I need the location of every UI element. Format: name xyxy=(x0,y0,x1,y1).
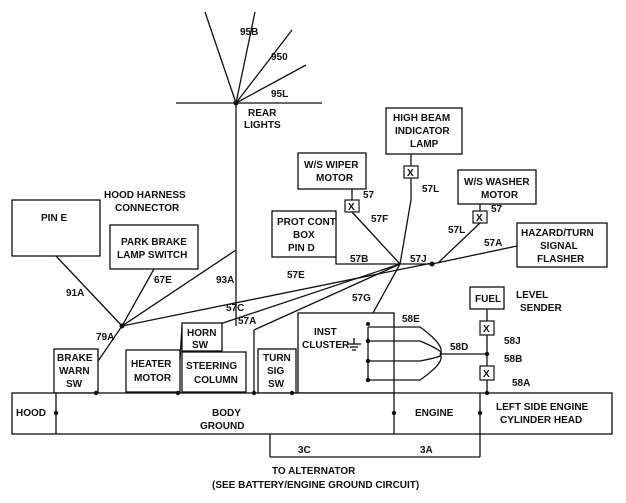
brake-warn-label-2: WARN xyxy=(59,366,90,377)
park-brake-label-2: LAMP SWITCH xyxy=(117,250,187,261)
wire-57a-hazard-label: 57A xyxy=(484,238,502,249)
park-brake-label-1: PARK BRAKE xyxy=(121,237,187,248)
hood-label: HOOD xyxy=(16,408,46,419)
ground-strip xyxy=(11,392,613,435)
wire-58j-label: 58J xyxy=(504,336,521,347)
pin-e-box xyxy=(11,199,101,257)
horn-sw-label-2: SW xyxy=(192,340,209,351)
fuse-57-washer-mark: X xyxy=(476,213,483,224)
level-sender-label-2: SENDER xyxy=(520,303,562,314)
high-beam-label-3: LAMP xyxy=(410,139,439,150)
wire-58e-label: 58E xyxy=(402,314,420,325)
wire-3c-label: 3C xyxy=(298,445,311,456)
heater-motor-label-2: MOTOR xyxy=(134,373,172,384)
turn-sig-label-3: SW xyxy=(268,379,285,390)
turn-sig-label-1: TURN xyxy=(263,353,291,364)
brake-warn-sw-box xyxy=(53,348,99,394)
body-ground-label-1: BODY xyxy=(212,408,241,419)
rear-lights-label-2: LIGHTS xyxy=(244,120,281,131)
alternator-wires xyxy=(269,434,481,458)
hazard-label-3: FLASHER xyxy=(537,254,585,265)
hazard-flasher-box xyxy=(516,222,608,268)
wire-57f-label: 57F xyxy=(371,214,388,225)
heater-motor-box xyxy=(125,349,181,393)
body-ground-label-2: GROUND xyxy=(200,421,244,432)
wire-57b-label: 57B xyxy=(350,254,368,265)
fuse-58b-mark: X xyxy=(483,369,490,380)
level-sender-label-1: LEVEL xyxy=(516,290,548,301)
hazard-label-2: SIGNAL xyxy=(540,241,578,252)
wire-57l-washer-label: 57L xyxy=(448,225,465,236)
prot-cont-label-1: PROT CONT xyxy=(277,217,336,228)
ws-washer-label-1: W/S WASHER xyxy=(464,177,530,188)
hazard-label-1: HAZARD/TURN xyxy=(521,228,594,239)
wire-95b-label: 95B xyxy=(240,27,258,38)
wire-91a-label: 91A xyxy=(66,288,84,299)
inst-cluster-box xyxy=(297,312,395,394)
wire-3a-label: 3A xyxy=(420,445,433,456)
steering-column-label-1: STEERING xyxy=(186,361,237,372)
wire-57g-label: 57G xyxy=(352,293,371,304)
steering-column-box xyxy=(181,351,247,393)
cylinder-head-label-1b: LEFT SIDE ENGINE xyxy=(496,402,589,413)
hood-harness-label-1: HOOD HARNESS xyxy=(104,190,186,201)
ground-strip-junctions xyxy=(53,390,490,416)
wire-950-label: 950 xyxy=(271,52,288,63)
prot-cont-label-2: BOX xyxy=(293,230,315,241)
brake-warn-label-3: SW xyxy=(66,379,83,390)
wire-95l-label: 95L xyxy=(271,89,288,100)
hood-harness-label-2: CONNECTOR xyxy=(115,203,180,214)
ground-symbol-icon xyxy=(347,338,361,351)
engine-label: ENGINE xyxy=(415,408,454,419)
wire-57-wiper-label: 57 xyxy=(363,190,375,201)
wire-57-washer-label: 57 xyxy=(491,204,503,215)
ws-washer-label-2: MOTOR xyxy=(481,190,519,201)
high-beam-label-1: HIGH BEAM xyxy=(393,113,450,124)
prot-cont-label-3: PIN D xyxy=(288,243,315,254)
park-brake-switch-box xyxy=(109,224,199,270)
wire-58b-label: 58B xyxy=(504,354,522,365)
wire-57c-label: 57C xyxy=(226,303,244,314)
wire-79a-label: 79A xyxy=(96,332,114,343)
fuse-58j-mark: X xyxy=(483,324,490,335)
ws-wiper-motor-box xyxy=(297,152,367,190)
ws-washer-motor-box xyxy=(457,169,537,205)
wire-58a-label: 58A xyxy=(512,378,530,389)
horn-sw-box xyxy=(181,322,223,352)
high-beam-label-2: INDICATOR xyxy=(395,126,450,137)
inst-cluster-label-2: CLUSTER xyxy=(302,340,350,351)
steering-column-label-2: COLUMN xyxy=(194,375,238,386)
fuse-57l-mark: X xyxy=(407,168,414,179)
brake-warn-label-1: BRAKE xyxy=(57,353,93,364)
wire-93a-label: 93A xyxy=(216,275,234,286)
rear-lights-fan xyxy=(176,11,322,326)
cluster-58-wires xyxy=(365,322,486,383)
wire-67e-label: 67E xyxy=(154,275,172,286)
pin-e-label: PIN E xyxy=(41,213,67,224)
alternator-note: (SEE BATTERY/ENGINE GROUND CIRCUIT) xyxy=(212,480,419,491)
ws-wiper-label-2: MOTOR xyxy=(316,173,354,184)
inst-cluster-label-1: INST xyxy=(314,327,337,338)
wire-57e-label: 57E xyxy=(287,270,305,281)
horn-sw-label-1: HORN xyxy=(187,328,216,339)
fuel-label: FUEL xyxy=(475,294,501,305)
prot-cont-box xyxy=(271,210,337,258)
wire-57l-label: 57L xyxy=(422,184,439,195)
wire-57a-label: 57A xyxy=(238,316,256,327)
wire-57j-label: 57J xyxy=(410,254,427,265)
fuse-57-wiper-mark: X xyxy=(348,202,355,213)
cylinder-head-label-2: CYLINDER HEAD xyxy=(500,415,582,426)
high-beam-lamp-box xyxy=(385,107,463,155)
rear-lights-label-1: REAR xyxy=(248,108,277,119)
alternator-label: TO ALTERNATOR xyxy=(272,466,356,477)
turn-sig-label-2: SIG xyxy=(267,366,284,377)
heater-motor-label-1: HEATER xyxy=(131,359,172,370)
ws-wiper-label-1: W/S WIPER xyxy=(304,160,359,171)
wire-58d-label: 58D xyxy=(450,342,468,353)
